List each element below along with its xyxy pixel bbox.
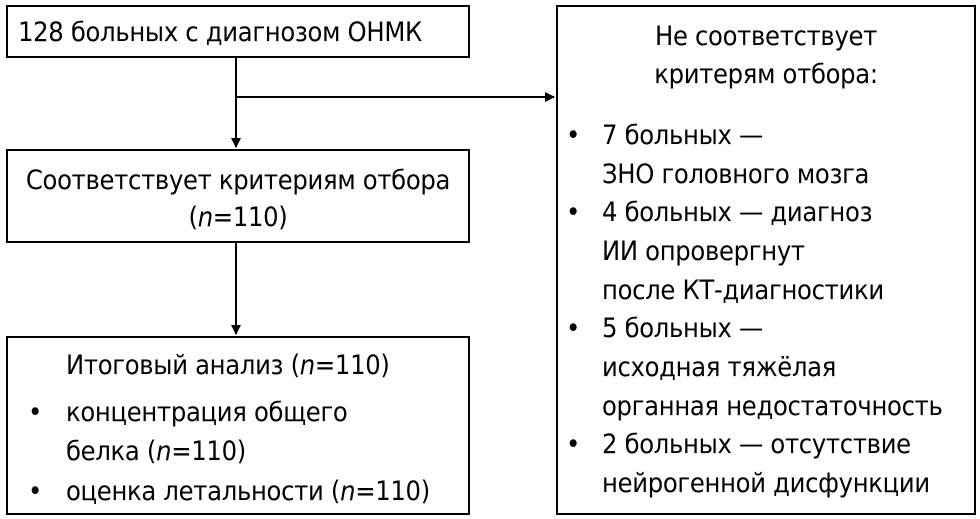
final-item-protein-line1: концентрация общего	[66, 397, 348, 428]
bullet-icon: •	[566, 429, 581, 460]
excluded-item-line: 7 больных —	[602, 120, 763, 151]
bullet-icon: •	[28, 476, 43, 507]
selected-count-text: (n=110)	[188, 202, 288, 233]
bullet-icon: •	[566, 197, 581, 228]
total-patients-text: 128 больных с диагнозом ОНМК	[18, 17, 422, 48]
bullet-icon: •	[566, 120, 581, 151]
selected-criteria-text: Соответствует критериям отбора	[25, 165, 451, 196]
excluded-item-line: исходная тяжёлая	[602, 352, 837, 383]
final-analysis-title: Итоговый анализ (n=110)	[66, 350, 390, 381]
bullet-icon: •	[566, 313, 581, 344]
selected-patients-box: Соответствует критериям отбора (n=110)	[6, 149, 470, 243]
excluded-item-line: органная недостаточность	[602, 391, 943, 422]
excluded-item-line: ИИ опровергнут	[602, 236, 805, 267]
excluded-item-line: нейрогенной дисфункции	[602, 468, 930, 499]
excluded-title-line1: Не соответствует	[654, 21, 878, 52]
excluded-title-line2: критерям отбора:	[654, 59, 878, 90]
excluded-item-line: 5 больных —	[602, 313, 763, 344]
final-analysis-box: Итоговый анализ (n=110) • концентрация о…	[6, 336, 470, 515]
final-item-protein-line2: белка (n=110)	[66, 436, 246, 467]
final-item-mortality-line1: оценка летальности (n=110)	[66, 476, 430, 507]
excluded-item-line: 4 больных — диагноз	[602, 197, 873, 228]
total-patients-box: 128 больных с диагнозом ОНМК	[6, 5, 470, 58]
bullet-icon: •	[28, 397, 43, 428]
excluded-patients-box: Не соответствует критерям отбора: • 7 бо…	[556, 5, 976, 515]
excluded-item-line: после КТ-диагностики	[602, 275, 884, 306]
excluded-item-line: 2 больных — отсутствие	[602, 429, 911, 460]
excluded-item-line: ЗНО головного мозга	[602, 159, 870, 190]
